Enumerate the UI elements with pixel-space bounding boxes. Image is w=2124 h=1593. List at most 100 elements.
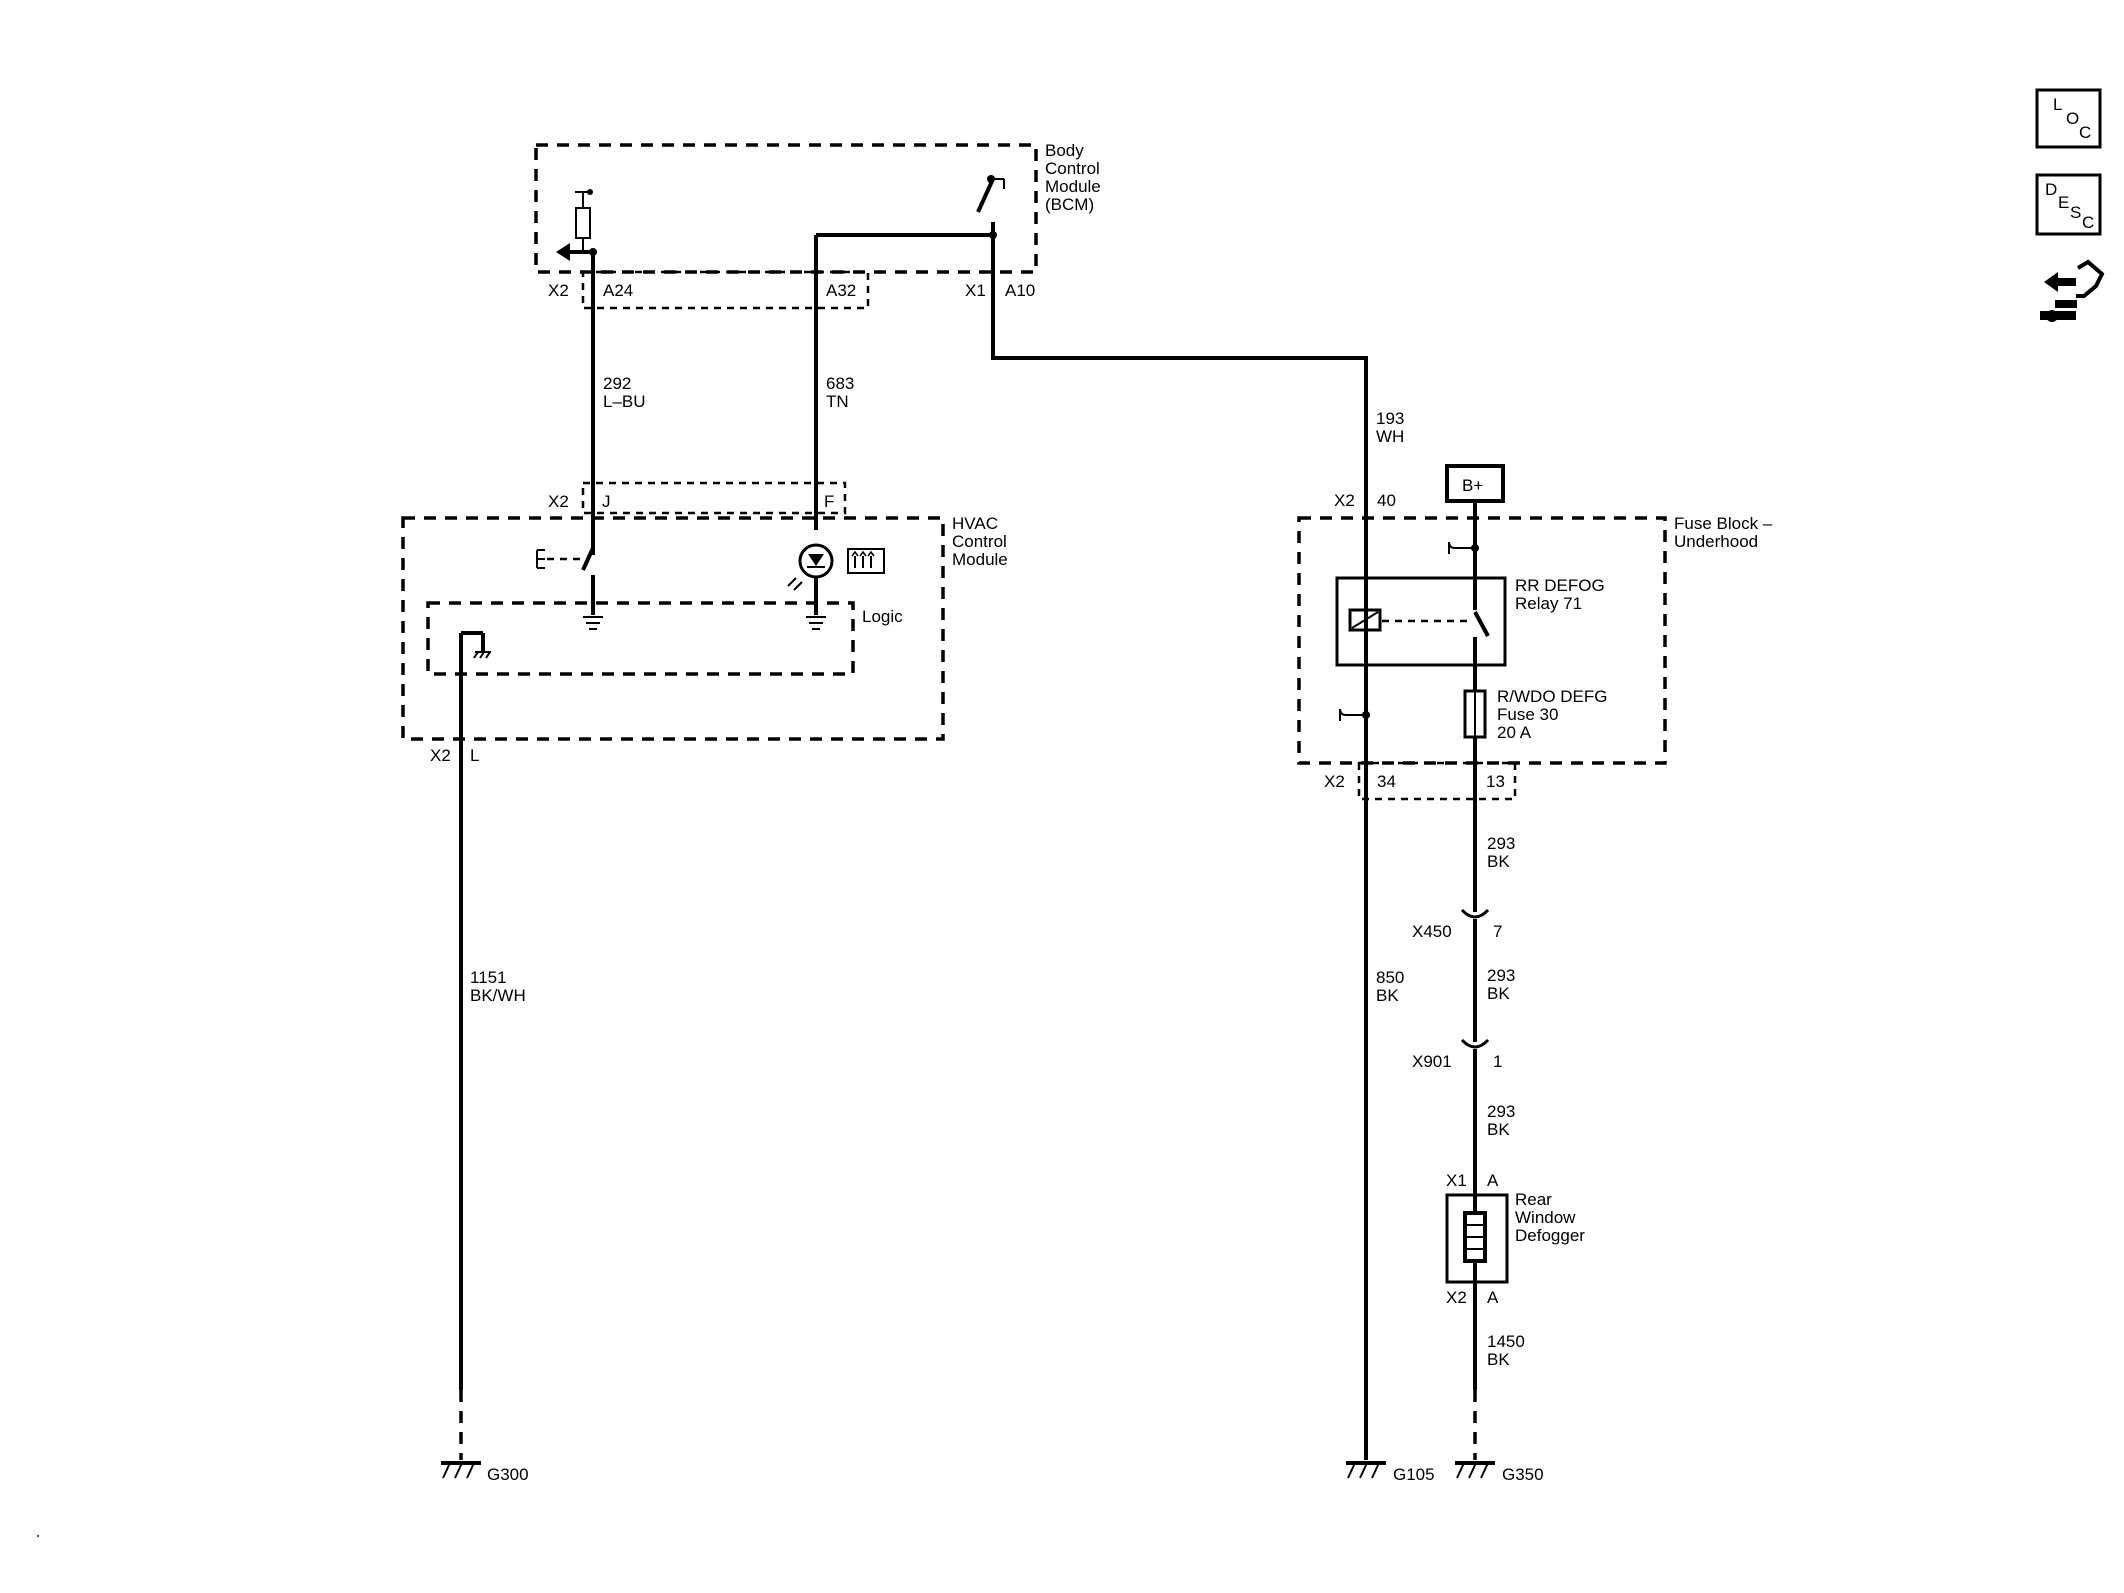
connector-x901-label: X901 xyxy=(1412,1052,1452,1071)
wire-850: 850 BK xyxy=(1364,500,1404,1460)
wire-683-circuit: 683 xyxy=(826,374,854,393)
defogger-label-line3: Defogger xyxy=(1515,1226,1585,1245)
bcm-label-line1: Body xyxy=(1045,141,1084,160)
bcm-label-line2: Control xyxy=(1045,159,1100,178)
connector-x450: X450 7 xyxy=(1412,895,1502,941)
rear-defog-icon xyxy=(847,548,885,574)
fuse-block-pin-34: 34 xyxy=(1377,772,1396,791)
logic-chassis-ground xyxy=(459,631,491,739)
fuse-label-line1: R/WDO DEFG xyxy=(1497,687,1608,706)
wire-193-circuit: 193 xyxy=(1376,409,1404,428)
connector-end-view-icon[interactable] xyxy=(2040,259,2105,322)
bcm-pin-a10: A10 xyxy=(1005,281,1035,300)
wire-293c-circuit: 293 xyxy=(1487,1102,1515,1121)
defog-indicator-led xyxy=(787,543,834,615)
location-letter-c: C xyxy=(2079,123,2091,142)
fuse-block: X2 40 Fuse Block – Underhood B+ RR DEFOG xyxy=(1297,464,1773,801)
hvac-label-line1: HVAC xyxy=(952,514,998,533)
wire-292: 292 L–BU xyxy=(591,252,646,555)
battery-power-source: B+ xyxy=(1445,464,1505,548)
bcm-pin-a24: A24 xyxy=(603,281,633,300)
hvac-defog-switch xyxy=(536,547,595,615)
wire-293-segment-2: 293 BK xyxy=(1473,930,1515,1035)
bcm-pin-a32: A32 xyxy=(826,281,856,300)
scan-speck xyxy=(36,1534,40,1538)
description-letter-e: E xyxy=(2058,193,2069,212)
ground-g350-label: G350 xyxy=(1502,1465,1544,1484)
fuse-label-line3: 20 A xyxy=(1497,723,1532,742)
description-letter-d: D xyxy=(2045,180,2057,199)
wire-293-segment-3: 293 BK xyxy=(1473,1060,1515,1195)
hvac-x2-bottom-connector-label: X2 xyxy=(430,746,451,765)
wire-293a-circuit: 293 xyxy=(1487,834,1515,853)
wire-293-segment-1: 293 BK xyxy=(1473,790,1515,905)
wire-1151-color: BK/WH xyxy=(470,986,526,1005)
hvac-pin-j: J xyxy=(602,492,611,511)
connector-x450-pin: 7 xyxy=(1493,922,1502,941)
wire-683-color: TN xyxy=(826,392,849,411)
bcm-switch xyxy=(816,175,1005,272)
wire-1450-color: BK xyxy=(1487,1350,1510,1369)
defogger-x1-pin: A xyxy=(1487,1171,1499,1190)
hvac-pin-l: L xyxy=(470,746,479,765)
bcm-resistor xyxy=(556,189,597,261)
location-button[interactable]: L O C xyxy=(2035,88,2102,149)
fuse-block-label-line1: Fuse Block – xyxy=(1674,514,1773,533)
wire-1450-circuit: 1450 xyxy=(1487,1332,1525,1351)
description-letter-c: C xyxy=(2082,213,2094,232)
wire-850-circuit: 850 xyxy=(1376,968,1404,987)
defogger-label-line2: Window xyxy=(1515,1208,1576,1227)
wire-1151: 1151 BK/WH xyxy=(459,739,526,1460)
ground-g300-label: G300 xyxy=(487,1465,529,1484)
wire-193-color: WH xyxy=(1376,427,1404,446)
connector-x450-label: X450 xyxy=(1412,922,1452,941)
bcm-x1-connector-label: X1 xyxy=(965,281,986,300)
wire-193: 193 WH xyxy=(991,272,1404,500)
bcm-label-line3: Module xyxy=(1045,177,1101,196)
wire-683: 683 TN xyxy=(814,235,854,530)
wire-292-circuit: 292 xyxy=(603,374,631,393)
wire-292-color: L–BU xyxy=(603,392,646,411)
logic-label: Logic xyxy=(862,607,903,626)
relay-label-line1: RR DEFOG xyxy=(1515,576,1605,595)
wire-293a-color: BK xyxy=(1487,852,1510,871)
relay-label-line2: Relay 71 xyxy=(1515,594,1582,613)
connector-x901-pin: 1 xyxy=(1493,1052,1502,1071)
rwdo-defg-fuse: R/WDO DEFG Fuse 30 20 A xyxy=(1463,687,1608,790)
ground-g105: G105 xyxy=(1346,1461,1435,1484)
ground-g105-label: G105 xyxy=(1393,1465,1435,1484)
wire-293b-circuit: 293 xyxy=(1487,966,1515,985)
fuse-block-x2-bottom-label: X2 xyxy=(1324,772,1345,791)
defogger-x1-label: X1 xyxy=(1446,1171,1467,1190)
bcm-label-line4: (BCM) xyxy=(1045,195,1094,214)
defogger-x2-pin: A xyxy=(1487,1288,1499,1307)
fuse-block-pin-40: 40 xyxy=(1377,491,1396,510)
hvac-pin-f: F xyxy=(824,492,834,511)
hvac-label-line2: Control xyxy=(952,532,1007,551)
wire-293b-color: BK xyxy=(1487,984,1510,1003)
description-button[interactable]: D E S C xyxy=(2035,173,2102,236)
defogger-x2-label: X2 xyxy=(1446,1288,1467,1307)
ground-symbol-logic-2 xyxy=(806,616,826,630)
ground-g300: G300 xyxy=(441,1461,529,1484)
bcm-x2-connector-label: X2 xyxy=(548,281,569,300)
hvac-x2-connector-label: X2 xyxy=(548,492,569,511)
wire-850-color: BK xyxy=(1376,986,1399,1005)
fuse-block-pin-13: 13 xyxy=(1486,772,1505,791)
rear-window-defogger: X1 A Rear Window Defogger X2 A xyxy=(1445,1171,1585,1307)
description-letter-s: S xyxy=(2070,203,2081,222)
location-letter-l: L xyxy=(2053,95,2062,114)
location-letter-o: O xyxy=(2066,109,2079,128)
rr-defog-relay: RR DEFOG Relay 71 xyxy=(1335,548,1605,690)
connector-x901: X901 1 xyxy=(1412,1025,1502,1071)
hvac-label-line3: Module xyxy=(952,550,1008,569)
defogger-label-line1: Rear xyxy=(1515,1190,1552,1209)
hvac-module: X2 J F HVAC Control Module Logic xyxy=(401,481,1008,765)
fuse-block-x2-top-label: X2 xyxy=(1334,491,1355,510)
ground-symbol-logic-1 xyxy=(583,616,603,630)
ground-g350: G350 xyxy=(1455,1461,1544,1484)
fuse-block-label-line2: Underhood xyxy=(1674,532,1758,551)
bcm-module: Body Control Module (BCM) X2 A24 A3 xyxy=(534,141,1101,310)
wire-293c-color: BK xyxy=(1487,1120,1510,1139)
